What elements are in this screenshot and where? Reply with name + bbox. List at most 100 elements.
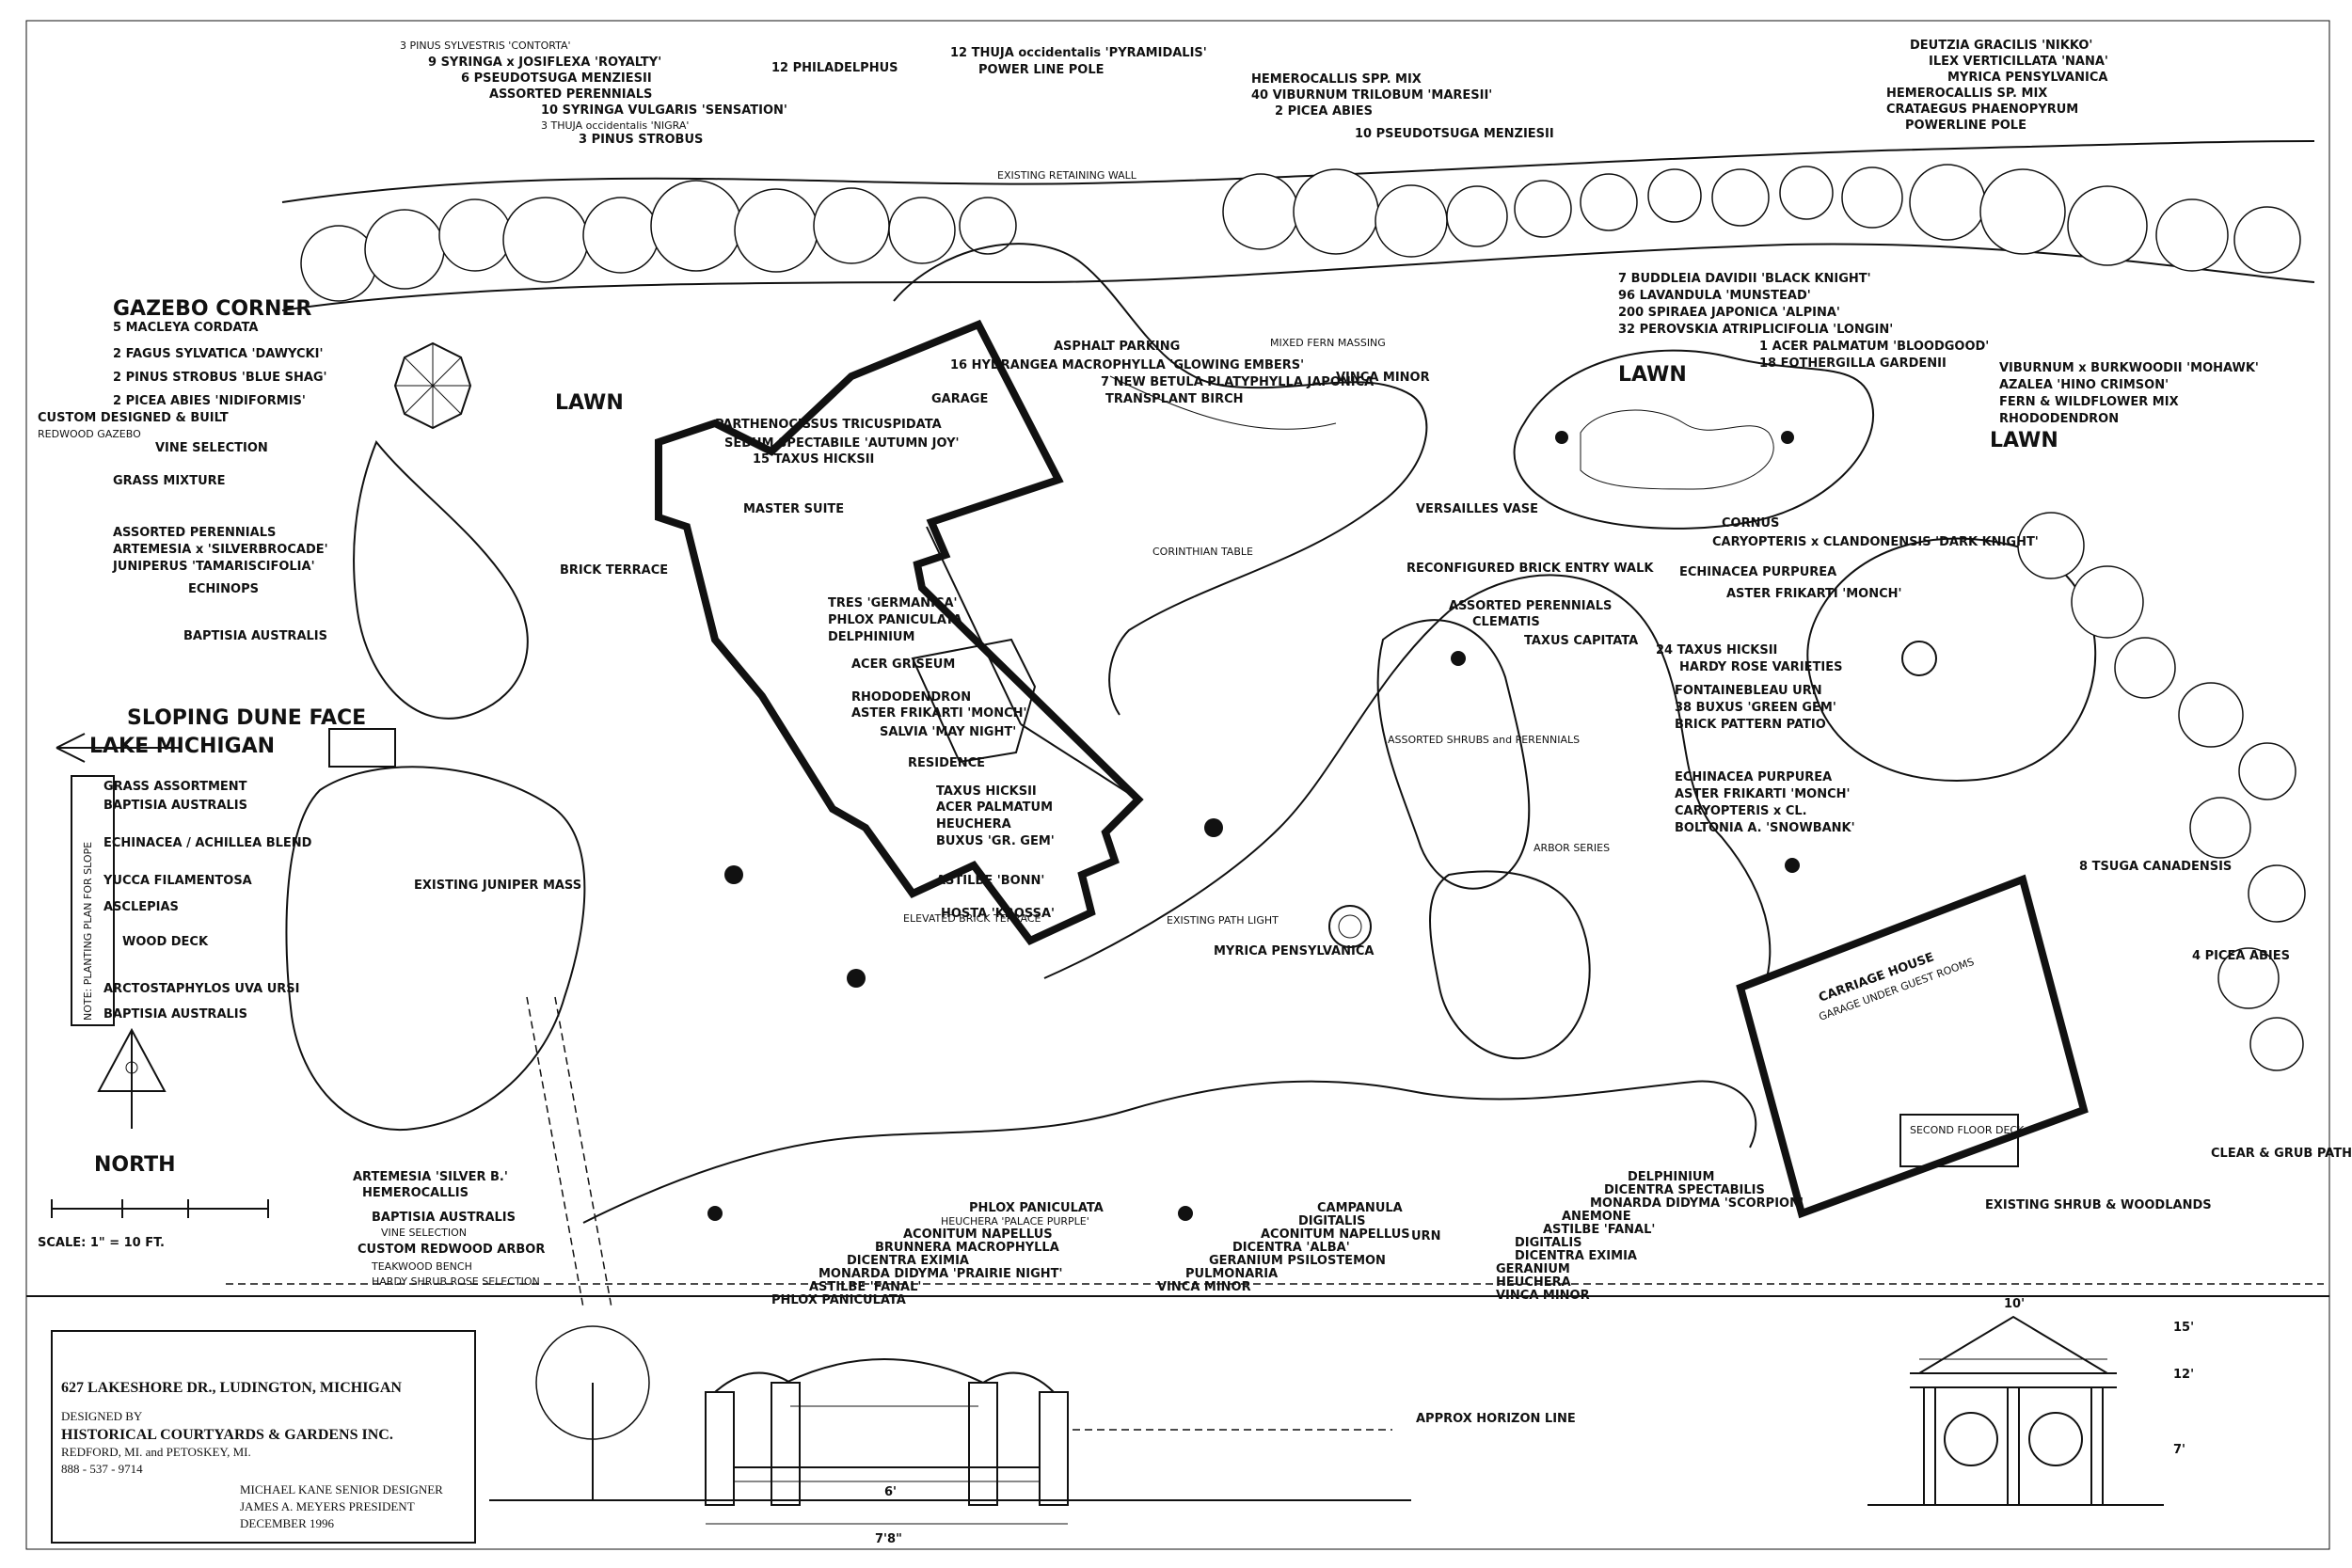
- plant-label: ECHINACEA PURPUREA: [1679, 565, 1836, 579]
- plant-label: HEUCHERA: [936, 817, 1011, 832]
- label-north: NORTH: [94, 1153, 176, 1177]
- label-master-suite: MASTER SUITE: [743, 502, 844, 516]
- label-elevated-brick-terrace: ELEVATED BRICK TERRACE: [903, 912, 1041, 925]
- plant-label: 2 PICEA ABIES: [1275, 104, 1373, 119]
- plant-label: HEUCHERA 'PALACE PURPLE': [941, 1215, 1089, 1227]
- wood-deck: [328, 728, 396, 768]
- plant-label: SALVIA 'MAY NIGHT': [880, 725, 1016, 739]
- plant-label: ARTEMESIA x 'SILVERBROCADE': [113, 543, 328, 557]
- plant-label: PHLOX PANICULATA: [828, 613, 962, 627]
- plant-label: CLEMATIS: [1472, 615, 1540, 629]
- plant-label: BAPTISIA AUSTRALIS: [103, 1007, 247, 1022]
- title-block: 627 LAKESHORE DR., LUDINGTON, MICHIGAN D…: [61, 1380, 443, 1530]
- plant-label: EXISTING PATH LIGHT: [1167, 914, 1279, 927]
- plant-label: FERN & WILDFLOWER MIX: [1999, 395, 2179, 409]
- title-designed-by: DESIGNED BY: [61, 1409, 143, 1423]
- plant-label: DELPHINIUM: [828, 630, 914, 644]
- label-brick-terrace: BRICK TERRACE: [560, 563, 668, 578]
- label-lawn-north: LAWN: [1618, 363, 1687, 387]
- plant-label: RHODODENDRON: [1999, 412, 2119, 426]
- plant-label: 2 PICEA ABIES 'NIDIFORMIS': [113, 394, 306, 408]
- plant-label: 18 FOTHERGILLA GARDENII: [1759, 356, 1947, 371]
- fountain: [1328, 905, 1372, 948]
- plant-label: 3 PINUS SYLVESTRIS 'CONTORTA': [400, 40, 571, 52]
- plant-label: TAXUS HICKSII: [936, 784, 1037, 799]
- label-scale: SCALE: 1" = 10 FT.: [38, 1236, 165, 1250]
- plant-label: GRASS ASSORTMENT: [103, 780, 247, 794]
- label-arbor-series: ARBOR SERIES: [1534, 842, 1610, 854]
- plant-label: CORINTHIAN TABLE: [1152, 546, 1253, 558]
- plant-label: JUNIPERUS 'TAMARISCIFOLIA': [112, 560, 315, 574]
- plant-label: ARCTOSTAPHYLOS UVA URSI: [103, 982, 299, 996]
- plant-label: AZALEA 'HINO CRIMSON': [1999, 378, 2169, 392]
- courtyard-bed: [911, 638, 1037, 764]
- plant-label: 5 MACLEYA CORDATA: [113, 321, 258, 335]
- dim-arbor-width: 6': [884, 1485, 897, 1499]
- plant-label: CARYOPTERIS x CLANDONENSIS 'DARK KNIGHT': [1712, 535, 2039, 549]
- plant-label: DICENTRA 'ALBA': [1232, 1241, 1350, 1255]
- plant-label: CRATAEGUS PHAENOPYRUM: [1886, 103, 2078, 117]
- label-assorted-shrubs: ASSORTED SHRUBS and PERENNIALS: [1388, 734, 1580, 746]
- second-floor-deck: [1899, 1114, 2019, 1167]
- label-gazebo-corner: GAZEBO CORNER: [113, 297, 311, 321]
- plant-label: ECHINACEA / ACHILLEA BLEND: [103, 836, 312, 850]
- title-firm: HISTORICAL COURTYARDS & GARDENS INC.: [61, 1427, 393, 1443]
- plant-label: ASSORTED PERENNIALS: [113, 526, 276, 540]
- plant-label: HARDY SHRUB ROSE SELECTION: [372, 1275, 540, 1288]
- label-note: NOTE: PLANTING PLAN FOR SLOPE: [82, 842, 94, 1021]
- plant-label: MONARDA DIDYMA 'PRAIRIE NIGHT': [818, 1267, 1063, 1281]
- plant-label: BRICK PATTERN PATIO: [1675, 718, 1826, 732]
- note-box: [71, 775, 115, 1026]
- plant-label: 10 PSEUDOTSUGA MENZIESII: [1355, 127, 1554, 141]
- label-echinops: ECHINOPS: [188, 582, 259, 596]
- plant-label: VINCA MINOR: [1336, 371, 1430, 385]
- residence-outline: [655, 319, 1144, 945]
- plant-label: 3 PINUS STROBUS: [579, 133, 703, 147]
- label-garage: GARAGE: [931, 392, 988, 406]
- plant-label: ACONITUM NAPELLUS: [903, 1227, 1053, 1242]
- title-cities: REDFORD, MI. and PETOSKEY, MI.: [61, 1445, 251, 1459]
- label-lake-michigan: LAKE MICHIGAN: [89, 735, 275, 758]
- plant-label: RHODODENDRON: [851, 690, 971, 705]
- title-designer: MICHAEL KANE SENIOR DESIGNER: [240, 1482, 443, 1497]
- lawn-edge-path: [1043, 574, 1772, 1017]
- title-address: 627 LAKESHORE DR., LUDINGTON, MICHIGAN: [61, 1380, 402, 1396]
- assorted-shrubs-bed: [1376, 619, 1531, 890]
- plant-label: VINCA MINOR: [1496, 1289, 1590, 1303]
- scale-bar: [51, 1199, 269, 1218]
- label-asphalt-parking: ASPHALT PARKING: [1054, 340, 1180, 354]
- driveway: [893, 243, 1428, 716]
- plant-label: 12 THUJA occidentalis 'PYRAMIDALIS': [950, 46, 1207, 60]
- dim-gazebo-mid: 12': [2173, 1368, 2194, 1382]
- dim-gazebo-low: 7': [2173, 1443, 2185, 1457]
- plant-label: CARYOPTERIS x CL.: [1675, 804, 1807, 818]
- label-lawn-east: LAWN: [1990, 429, 2058, 452]
- plant-label: 38 BUXUS 'GREEN GEM': [1675, 701, 1836, 715]
- label-custom-gazebo: CUSTOM DESIGNED & BUILT: [38, 411, 229, 425]
- plant-label: DICENTRA SPECTABILIS: [1604, 1183, 1765, 1197]
- label-horizon: APPROX HORIZON LINE: [1416, 1412, 1576, 1426]
- plant-label: DELPHINIUM: [1628, 1170, 1714, 1184]
- plant-label: PHLOX PANICULATA: [771, 1293, 906, 1307]
- plant-label: MONARDA DIDYMA 'SCORPION': [1590, 1196, 1804, 1211]
- title-date: DECEMBER 1996: [240, 1516, 335, 1530]
- plant-label: 7 NEW BETULA PLATYPHYLLA JAPONICA: [1101, 375, 1374, 389]
- plant-label: VERSAILLES VASE: [1416, 502, 1538, 516]
- plant-label: YUCCA FILAMENTOSA: [103, 874, 252, 888]
- plant-label: POWERLINE POLE: [1905, 119, 2026, 133]
- arbor-series-bed: [1429, 870, 1591, 1060]
- rose-garden-bed: [1806, 537, 2097, 783]
- left-slope-bed: [353, 440, 529, 720]
- plant-label: TAXUS CAPITATA: [1524, 634, 1638, 648]
- plant-label: 10 SYRINGA VULGARIS 'SENSATION': [541, 103, 787, 118]
- north-arrow: [97, 1027, 167, 1129]
- plant-label: POWER LINE POLE: [978, 63, 1104, 77]
- sheet-border: [25, 20, 2330, 1550]
- plant-label: RECONFIGURED BRICK ENTRY WALK: [1406, 562, 1654, 576]
- carriage-house: [1736, 874, 2089, 1219]
- plant-label: ILEX VERTICILLATA 'NANA': [1929, 55, 2108, 69]
- plant-label: 3 THUJA occidentalis 'NIGRA': [541, 119, 689, 132]
- plant-label: FONTAINEBLEAU URN: [1675, 684, 1822, 698]
